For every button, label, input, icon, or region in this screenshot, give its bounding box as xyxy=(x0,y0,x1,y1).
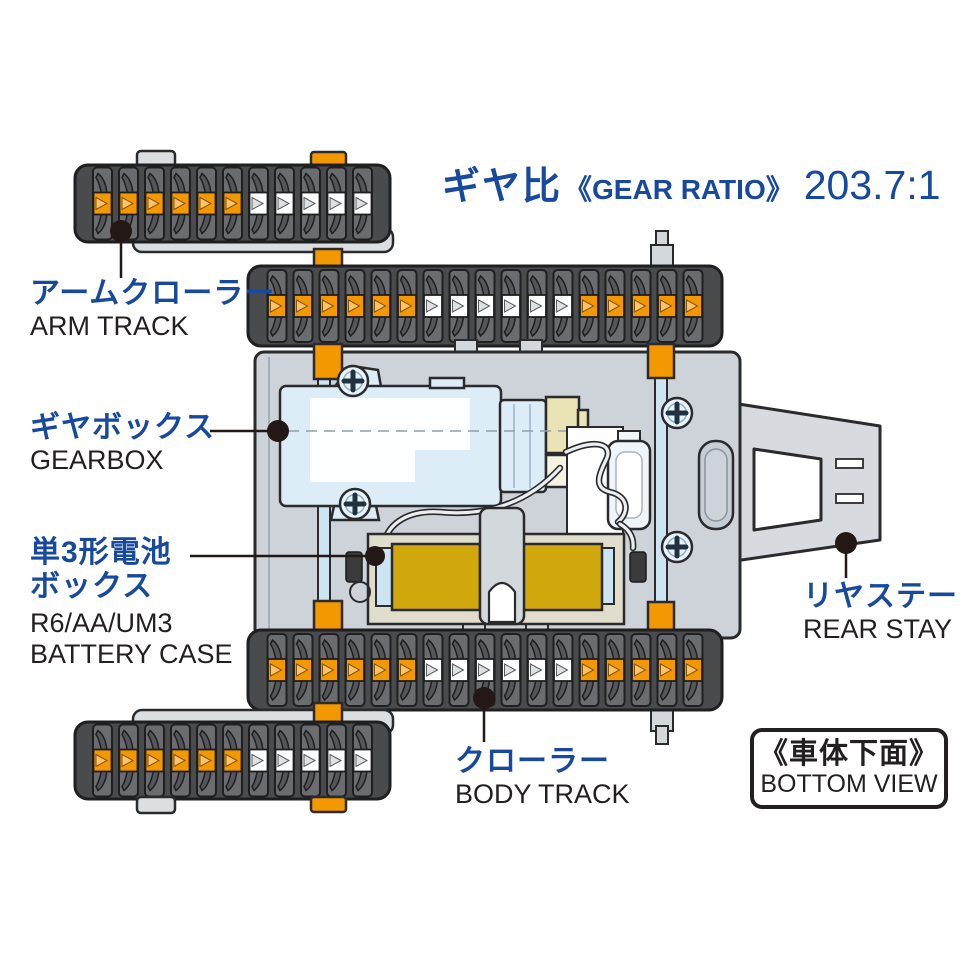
battery-case-label: 単3形電池 ボックス R6/AA/UM3 BATTERY CASE xyxy=(30,536,233,670)
battery-right xyxy=(518,542,604,612)
gearbox-label: ギヤボックス GEARBOX xyxy=(30,411,215,476)
battery-case xyxy=(345,506,647,626)
arm-track-label-en: ARM TRACK xyxy=(30,311,189,341)
arm-track-bottom xyxy=(73,720,392,801)
screw-rear-bottom xyxy=(660,530,694,564)
rear-stay-label-en: REAR STAY xyxy=(803,614,953,644)
motor-wires xyxy=(380,441,637,552)
chassis xyxy=(253,339,742,640)
bottom-view-en: BOTTOM VIEW xyxy=(760,770,938,798)
gear-ratio-bracket: 《GEAR RATIO》 xyxy=(564,174,794,205)
arm-track-top xyxy=(73,163,392,244)
body-track-label: クローラー BODY TRACK xyxy=(455,745,630,810)
arm-bottom-hub xyxy=(309,795,348,814)
rear-stay-label: リヤステー REAR STAY xyxy=(803,580,958,645)
arm-bottom-tab xyxy=(135,795,177,815)
battery-label-en1: R6/AA/UM3 xyxy=(30,608,173,638)
gearbox-label-en: GEARBOX xyxy=(30,445,164,475)
screw-top xyxy=(336,364,370,398)
screw-bottom xyxy=(338,487,372,521)
gear-ratio-jp: ギヤ比 xyxy=(442,166,563,208)
body-track-top xyxy=(246,264,724,348)
battery-label-jp1: 単3形電池 xyxy=(30,536,172,569)
rear-mount xyxy=(660,396,735,564)
body-track-label-en: BODY TRACK xyxy=(455,779,630,809)
leader-lines xyxy=(110,220,857,742)
bottom-view-jp: 《車体下面》 xyxy=(758,738,939,770)
gear-ratio-title: ギヤ比 《GEAR RATIO》 203.7:1 xyxy=(442,155,941,210)
battery-label-en2: BATTERY CASE xyxy=(30,639,233,669)
arm-track-label: アームクローラー ARM TRACK xyxy=(30,277,275,342)
gearbox xyxy=(278,364,590,522)
gear-ratio-value: 203.7:1 xyxy=(803,162,941,208)
rear-stay-label-jp: リヤステー xyxy=(803,580,958,613)
battery-label-jp2: ボックス xyxy=(30,570,154,603)
bottom-view-box: 《車体下面》 BOTTOM VIEW xyxy=(750,728,948,809)
arm-track-label-jp: アームクローラー xyxy=(30,277,276,310)
gearbox-label-jp: ギヤボックス xyxy=(30,411,216,444)
battery-left xyxy=(390,542,482,612)
screw-rear-top xyxy=(660,396,694,430)
body-track-label-jp: クローラー xyxy=(455,745,610,778)
body-track-bottom xyxy=(246,628,724,712)
